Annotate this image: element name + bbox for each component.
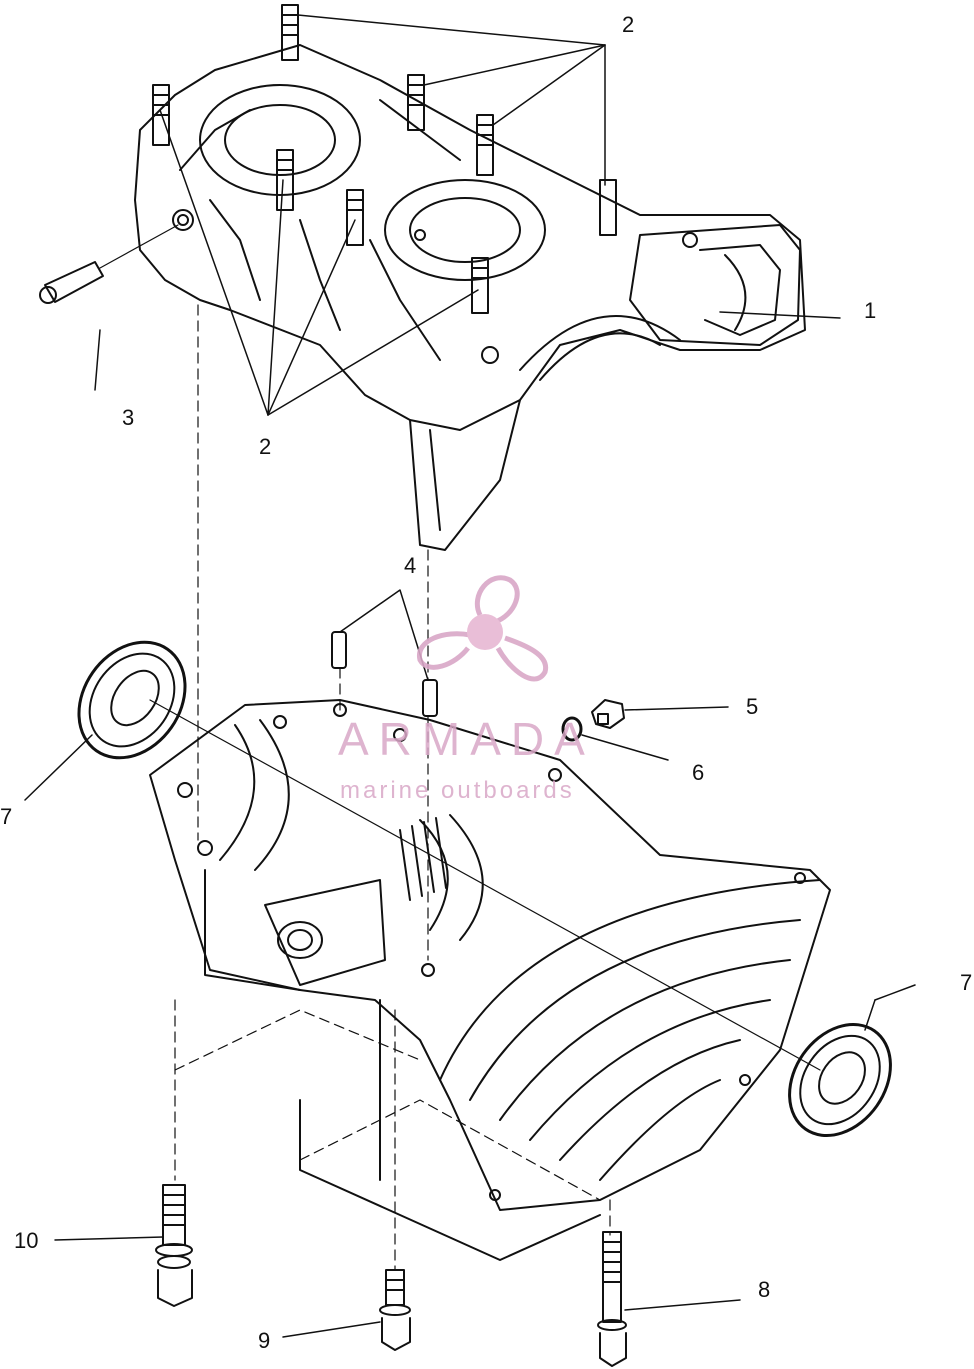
lower-crankcase bbox=[149, 699, 831, 1261]
bolt-part-9 bbox=[282, 1269, 411, 1351]
callout-5: 5 bbox=[746, 694, 759, 719]
seal-left bbox=[77, 640, 187, 760]
callout-9: 9 bbox=[258, 1328, 271, 1353]
watermark-tagline: marine outboards bbox=[340, 777, 575, 804]
watermark-logo-icon bbox=[417, 575, 549, 682]
bolt-part-10 bbox=[54, 1184, 193, 1307]
callout-2-bottom: 2 bbox=[259, 434, 272, 459]
plug-part-3 bbox=[39, 224, 179, 304]
leader-lines bbox=[24, 734, 916, 1031]
seal-right bbox=[788, 1022, 892, 1138]
callout-2-top: 2 bbox=[622, 12, 635, 37]
callout-4: 4 bbox=[404, 553, 417, 578]
fitting-part-5 bbox=[591, 699, 729, 729]
bolt-part-8 bbox=[597, 1231, 741, 1367]
callout-1: 1 bbox=[864, 298, 877, 323]
callout-8: 8 bbox=[758, 1277, 771, 1302]
callout-3: 3 bbox=[122, 405, 135, 430]
callout-6: 6 bbox=[692, 760, 705, 785]
watermark-brand: ARMADA bbox=[338, 713, 595, 765]
callout-7-left: 7 bbox=[0, 804, 13, 829]
upper-crankcase bbox=[134, 44, 806, 551]
studs bbox=[152, 4, 617, 314]
leader-lines-2 bbox=[94, 14, 841, 416]
callout-7-right: 7 bbox=[960, 970, 973, 995]
washer-part-6 bbox=[561, 716, 669, 761]
callout-10: 10 bbox=[14, 1228, 39, 1253]
